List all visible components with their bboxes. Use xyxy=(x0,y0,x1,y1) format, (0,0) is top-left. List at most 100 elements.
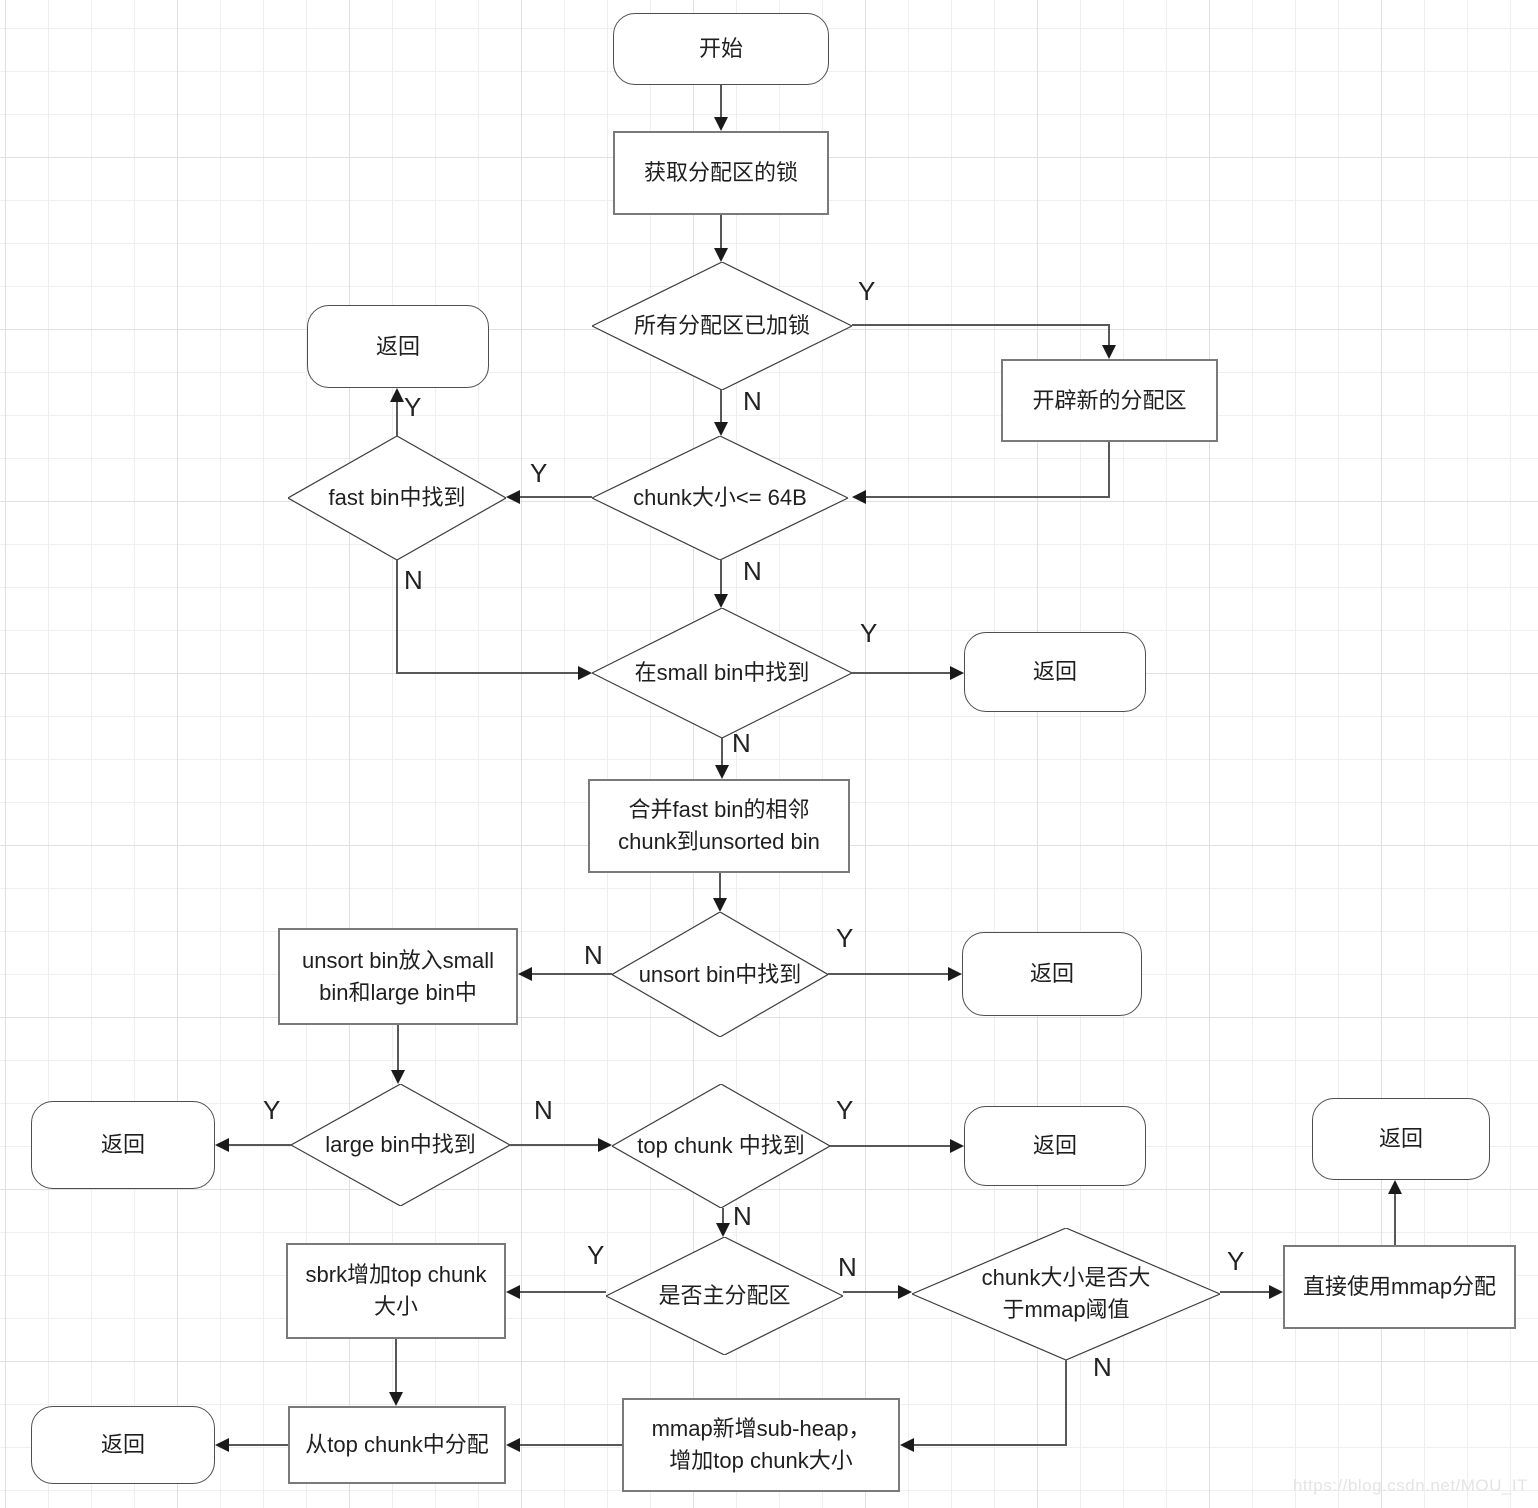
arrowhead-left-icon xyxy=(506,1285,520,1299)
edge-label-yes: Y xyxy=(836,923,854,953)
node-label: 返回 xyxy=(375,333,420,359)
terminal-return-fastbin: 返回 xyxy=(307,305,489,388)
edge-label-yes: Y xyxy=(1227,1246,1245,1276)
arrowhead-left-icon xyxy=(215,1438,229,1452)
node-label: unsort bin中找到 xyxy=(638,961,802,987)
edge-label-yes: Y xyxy=(530,458,548,488)
arrowhead-left-icon xyxy=(900,1438,914,1452)
edge-label-no: N xyxy=(732,728,751,758)
edge-segment xyxy=(397,1025,399,1072)
edge-segment xyxy=(1065,1360,1067,1446)
node-label: 开辟新的分配区 xyxy=(1032,387,1187,413)
arrowhead-up-icon xyxy=(1388,1180,1402,1194)
node-label: 从top chunk中分配 xyxy=(305,1432,489,1458)
node-label: 返回 xyxy=(1378,1126,1423,1152)
node-label: sbrk增加top chunk 大小 xyxy=(305,1262,487,1319)
edge-label-no: N xyxy=(838,1252,857,1282)
process-sbrk-grow-topchunk: sbrk增加top chunk 大小 xyxy=(286,1243,506,1339)
terminal-return-mmap: 返回 xyxy=(1312,1098,1490,1180)
arrowhead-down-icon xyxy=(389,1392,403,1406)
process-mmap-subheap: mmap新增sub-heap， 增加top chunk大小 xyxy=(622,1398,900,1492)
edge-segment xyxy=(531,973,612,975)
process-alloc-from-topchunk: 从top chunk中分配 xyxy=(288,1406,506,1484)
process-mmap-direct: 直接使用mmap分配 xyxy=(1283,1245,1516,1329)
edge-segment xyxy=(1108,324,1110,347)
edge-segment xyxy=(720,390,722,424)
edge-segment xyxy=(520,1291,606,1293)
edge-segment xyxy=(720,215,722,250)
arrowhead-down-icon xyxy=(714,594,728,608)
edge-label-yes: Y xyxy=(836,1095,854,1125)
edge-segment xyxy=(520,1444,622,1446)
edge-segment xyxy=(720,560,722,596)
decision-all-arenas-locked: 所有分配区已加锁 xyxy=(592,262,852,390)
arrowhead-down-icon xyxy=(391,1070,405,1084)
node-label: 直接使用mmap分配 xyxy=(1302,1274,1497,1300)
edge-label-yes: Y xyxy=(263,1095,281,1125)
arrowhead-down-icon xyxy=(1102,345,1116,359)
edge-segment xyxy=(229,1444,288,1446)
node-label: 是否主分配区 xyxy=(658,1283,791,1309)
node-label: 返回 xyxy=(1029,961,1074,987)
edge-segment xyxy=(1108,442,1110,497)
node-label: top chunk 中找到 xyxy=(637,1133,805,1159)
edge-segment xyxy=(843,1291,898,1293)
decision-unsortbin-found: unsort bin中找到 xyxy=(612,912,828,1037)
arrowhead-down-icon xyxy=(714,117,728,131)
terminal-return-final: 返回 xyxy=(31,1406,215,1484)
decision-largebin-found: large bin中找到 xyxy=(291,1084,510,1206)
edge-label-no: N xyxy=(404,565,423,595)
node-label: 所有分配区已加锁 xyxy=(633,313,810,339)
process-merge-fastbin: 合并fast bin的相邻 chunk到unsorted bin xyxy=(588,779,850,873)
edge-label-no: N xyxy=(743,386,762,416)
arrowhead-right-icon xyxy=(598,1138,612,1152)
edge-segment xyxy=(518,496,592,498)
terminal-return-smallbin: 返回 xyxy=(964,632,1146,712)
arrowhead-right-icon xyxy=(898,1285,912,1299)
edge-segment xyxy=(396,560,398,673)
node-label: unsort bin放入small bin和large bin中 xyxy=(302,947,494,1005)
edge-segment xyxy=(229,1144,291,1146)
edge-segment xyxy=(721,738,723,767)
edge-label-no: N xyxy=(733,1201,752,1231)
edge-label-yes: Y xyxy=(587,1240,605,1270)
edge-label-no: N xyxy=(743,556,762,586)
node-label: 获取分配区的锁 xyxy=(643,160,798,186)
decision-chunk-size-64b: chunk大小<= 64B xyxy=(592,436,848,560)
edge-segment xyxy=(1220,1291,1269,1293)
arrowhead-down-icon xyxy=(714,248,728,262)
edge-segment xyxy=(720,85,722,119)
node-label: 开始 xyxy=(698,36,743,62)
terminal-return-topchunk: 返回 xyxy=(964,1106,1146,1186)
arrowhead-down-icon xyxy=(713,898,727,912)
arrowhead-down-icon xyxy=(716,1223,730,1237)
edge-segment xyxy=(852,324,1110,326)
node-label: large bin中找到 xyxy=(325,1132,476,1158)
decision-topchunk-found: top chunk 中找到 xyxy=(612,1084,830,1208)
decision-is-main-arena: 是否主分配区 xyxy=(606,1237,843,1355)
edge-segment xyxy=(864,496,1110,498)
node-label: fast bin中找到 xyxy=(328,485,466,511)
process-acquire-lock: 获取分配区的锁 xyxy=(613,131,829,215)
terminal-return-largebin: 返回 xyxy=(31,1101,215,1189)
node-label: mmap新增sub-heap， 增加top chunk大小 xyxy=(651,1416,871,1473)
edge-label-yes: Y xyxy=(858,276,876,306)
edge-segment xyxy=(722,1208,724,1225)
arrowhead-down-icon xyxy=(715,765,729,779)
edge-segment xyxy=(396,402,398,436)
edge-segment xyxy=(396,672,578,674)
arrowhead-right-icon xyxy=(950,666,964,680)
edge-label-yes: Y xyxy=(860,618,878,648)
decision-fastbin-found: fast bin中找到 xyxy=(288,436,506,560)
edge-segment xyxy=(852,672,950,674)
arrowhead-right-icon xyxy=(950,1139,964,1153)
edge-segment xyxy=(510,1144,598,1146)
edge-segment xyxy=(719,873,721,900)
arrowhead-right-icon xyxy=(578,666,592,680)
terminal-return-unsortbin: 返回 xyxy=(962,932,1142,1016)
arrowhead-left-icon xyxy=(518,967,532,981)
arrowhead-right-icon xyxy=(1269,1285,1283,1299)
edge-segment xyxy=(395,1339,397,1392)
watermark-text: https://blog.csdn.net/MOU_IT xyxy=(1292,1476,1528,1495)
